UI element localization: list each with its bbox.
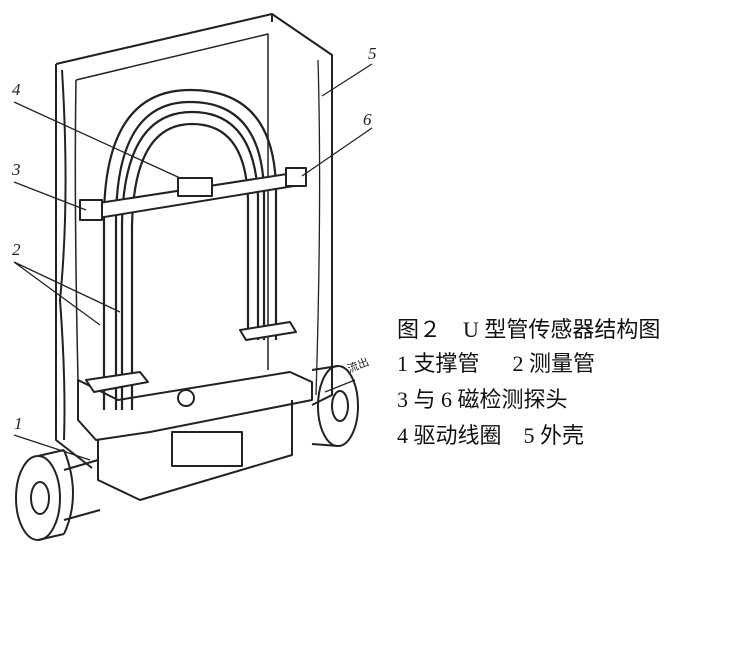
part-label-4: 4 xyxy=(12,80,21,99)
part-label-5: 5 xyxy=(368,44,377,63)
part-label-2: 2 xyxy=(12,240,21,259)
caption-title: 图２ U 型管传感器结构图 xyxy=(397,317,661,342)
housing-shell xyxy=(55,13,333,469)
measuring-u-tubes xyxy=(102,88,278,410)
detector-beam xyxy=(79,167,307,221)
part-label-3: 3 xyxy=(12,160,21,179)
leader-lines xyxy=(13,63,373,461)
part-label-6: 6 xyxy=(363,110,372,129)
part-label-1: 1 xyxy=(14,414,23,433)
caption-line-2: 3 与 6 磁检测探头 xyxy=(397,387,568,412)
base-frame xyxy=(77,371,313,501)
support-pads xyxy=(85,321,297,407)
outlet-flange xyxy=(311,365,359,447)
inlet-flange xyxy=(15,449,101,541)
caption-line-1: 1 支撑管 2 测量管 xyxy=(397,351,596,376)
caption-line-3: 4 驱动线圈 5 外壳 xyxy=(397,423,585,448)
